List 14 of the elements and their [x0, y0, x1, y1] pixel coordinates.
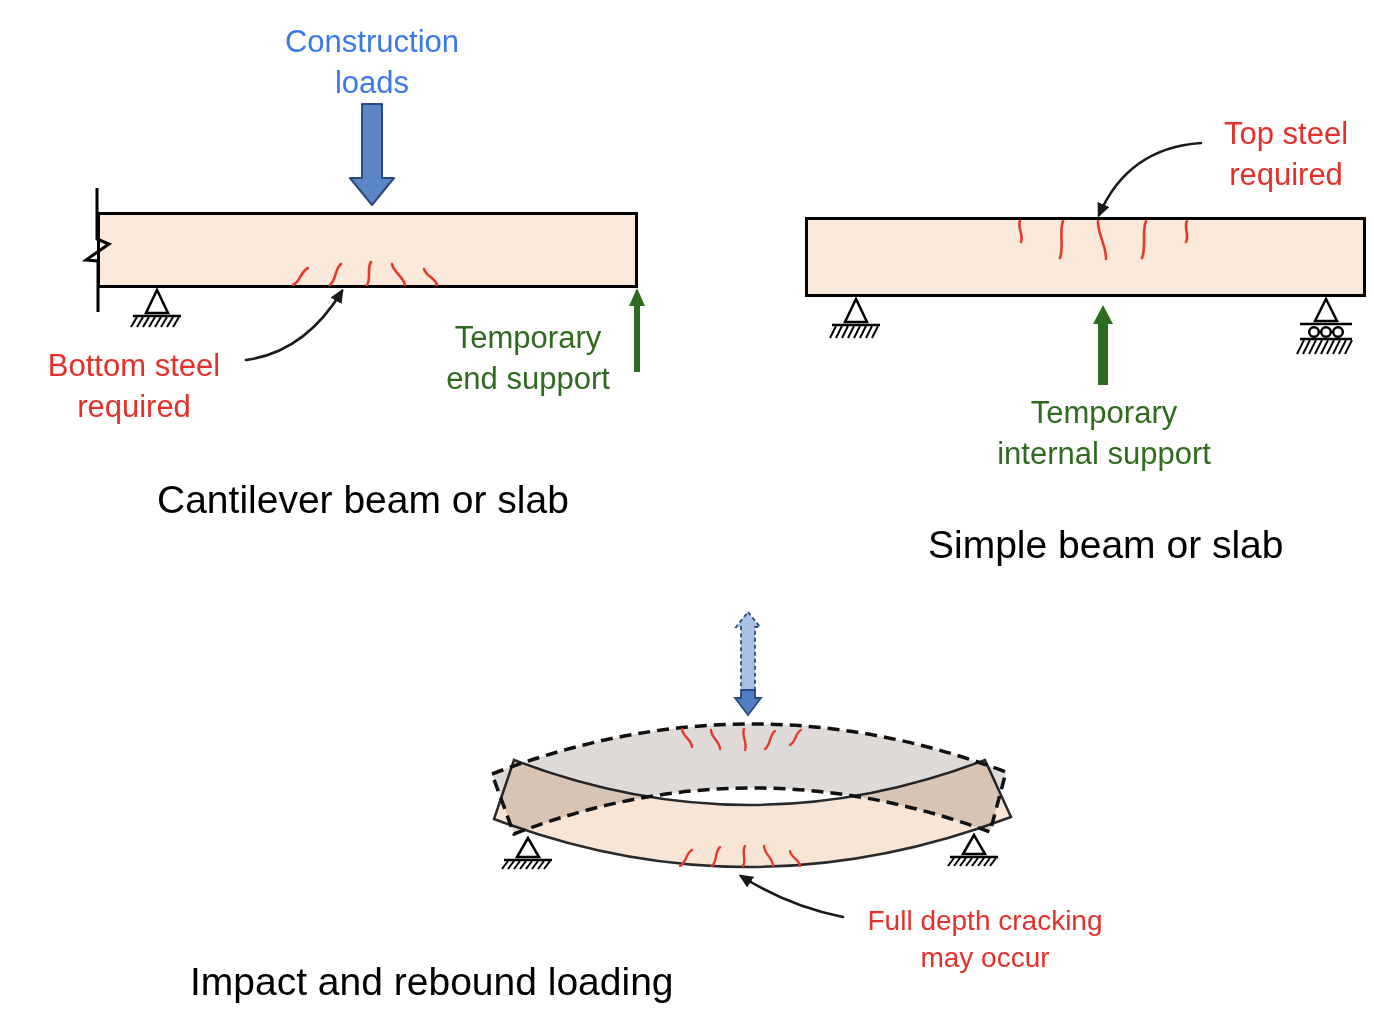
callout-text: Top steel required [1206, 114, 1366, 196]
leader-arrow [244, 288, 344, 362]
support-label: Temporary internal support [996, 394, 1212, 473]
callout-text: Bottom steel required [34, 346, 234, 428]
beam [97, 212, 638, 288]
figure-caption: Simple beam or slab [928, 523, 1284, 568]
beam [805, 217, 1366, 297]
leader-arrow [1097, 141, 1203, 218]
figure-caption: Cantilever beam or slab [157, 478, 569, 523]
callout-text: Full depth cracking may occur [855, 903, 1115, 977]
leader-arrow [738, 874, 845, 919]
support-label: Temporary end support [445, 319, 611, 398]
figure-caption: Impact and rebound loading [190, 960, 674, 1005]
load-label: Construction loads [284, 23, 460, 102]
